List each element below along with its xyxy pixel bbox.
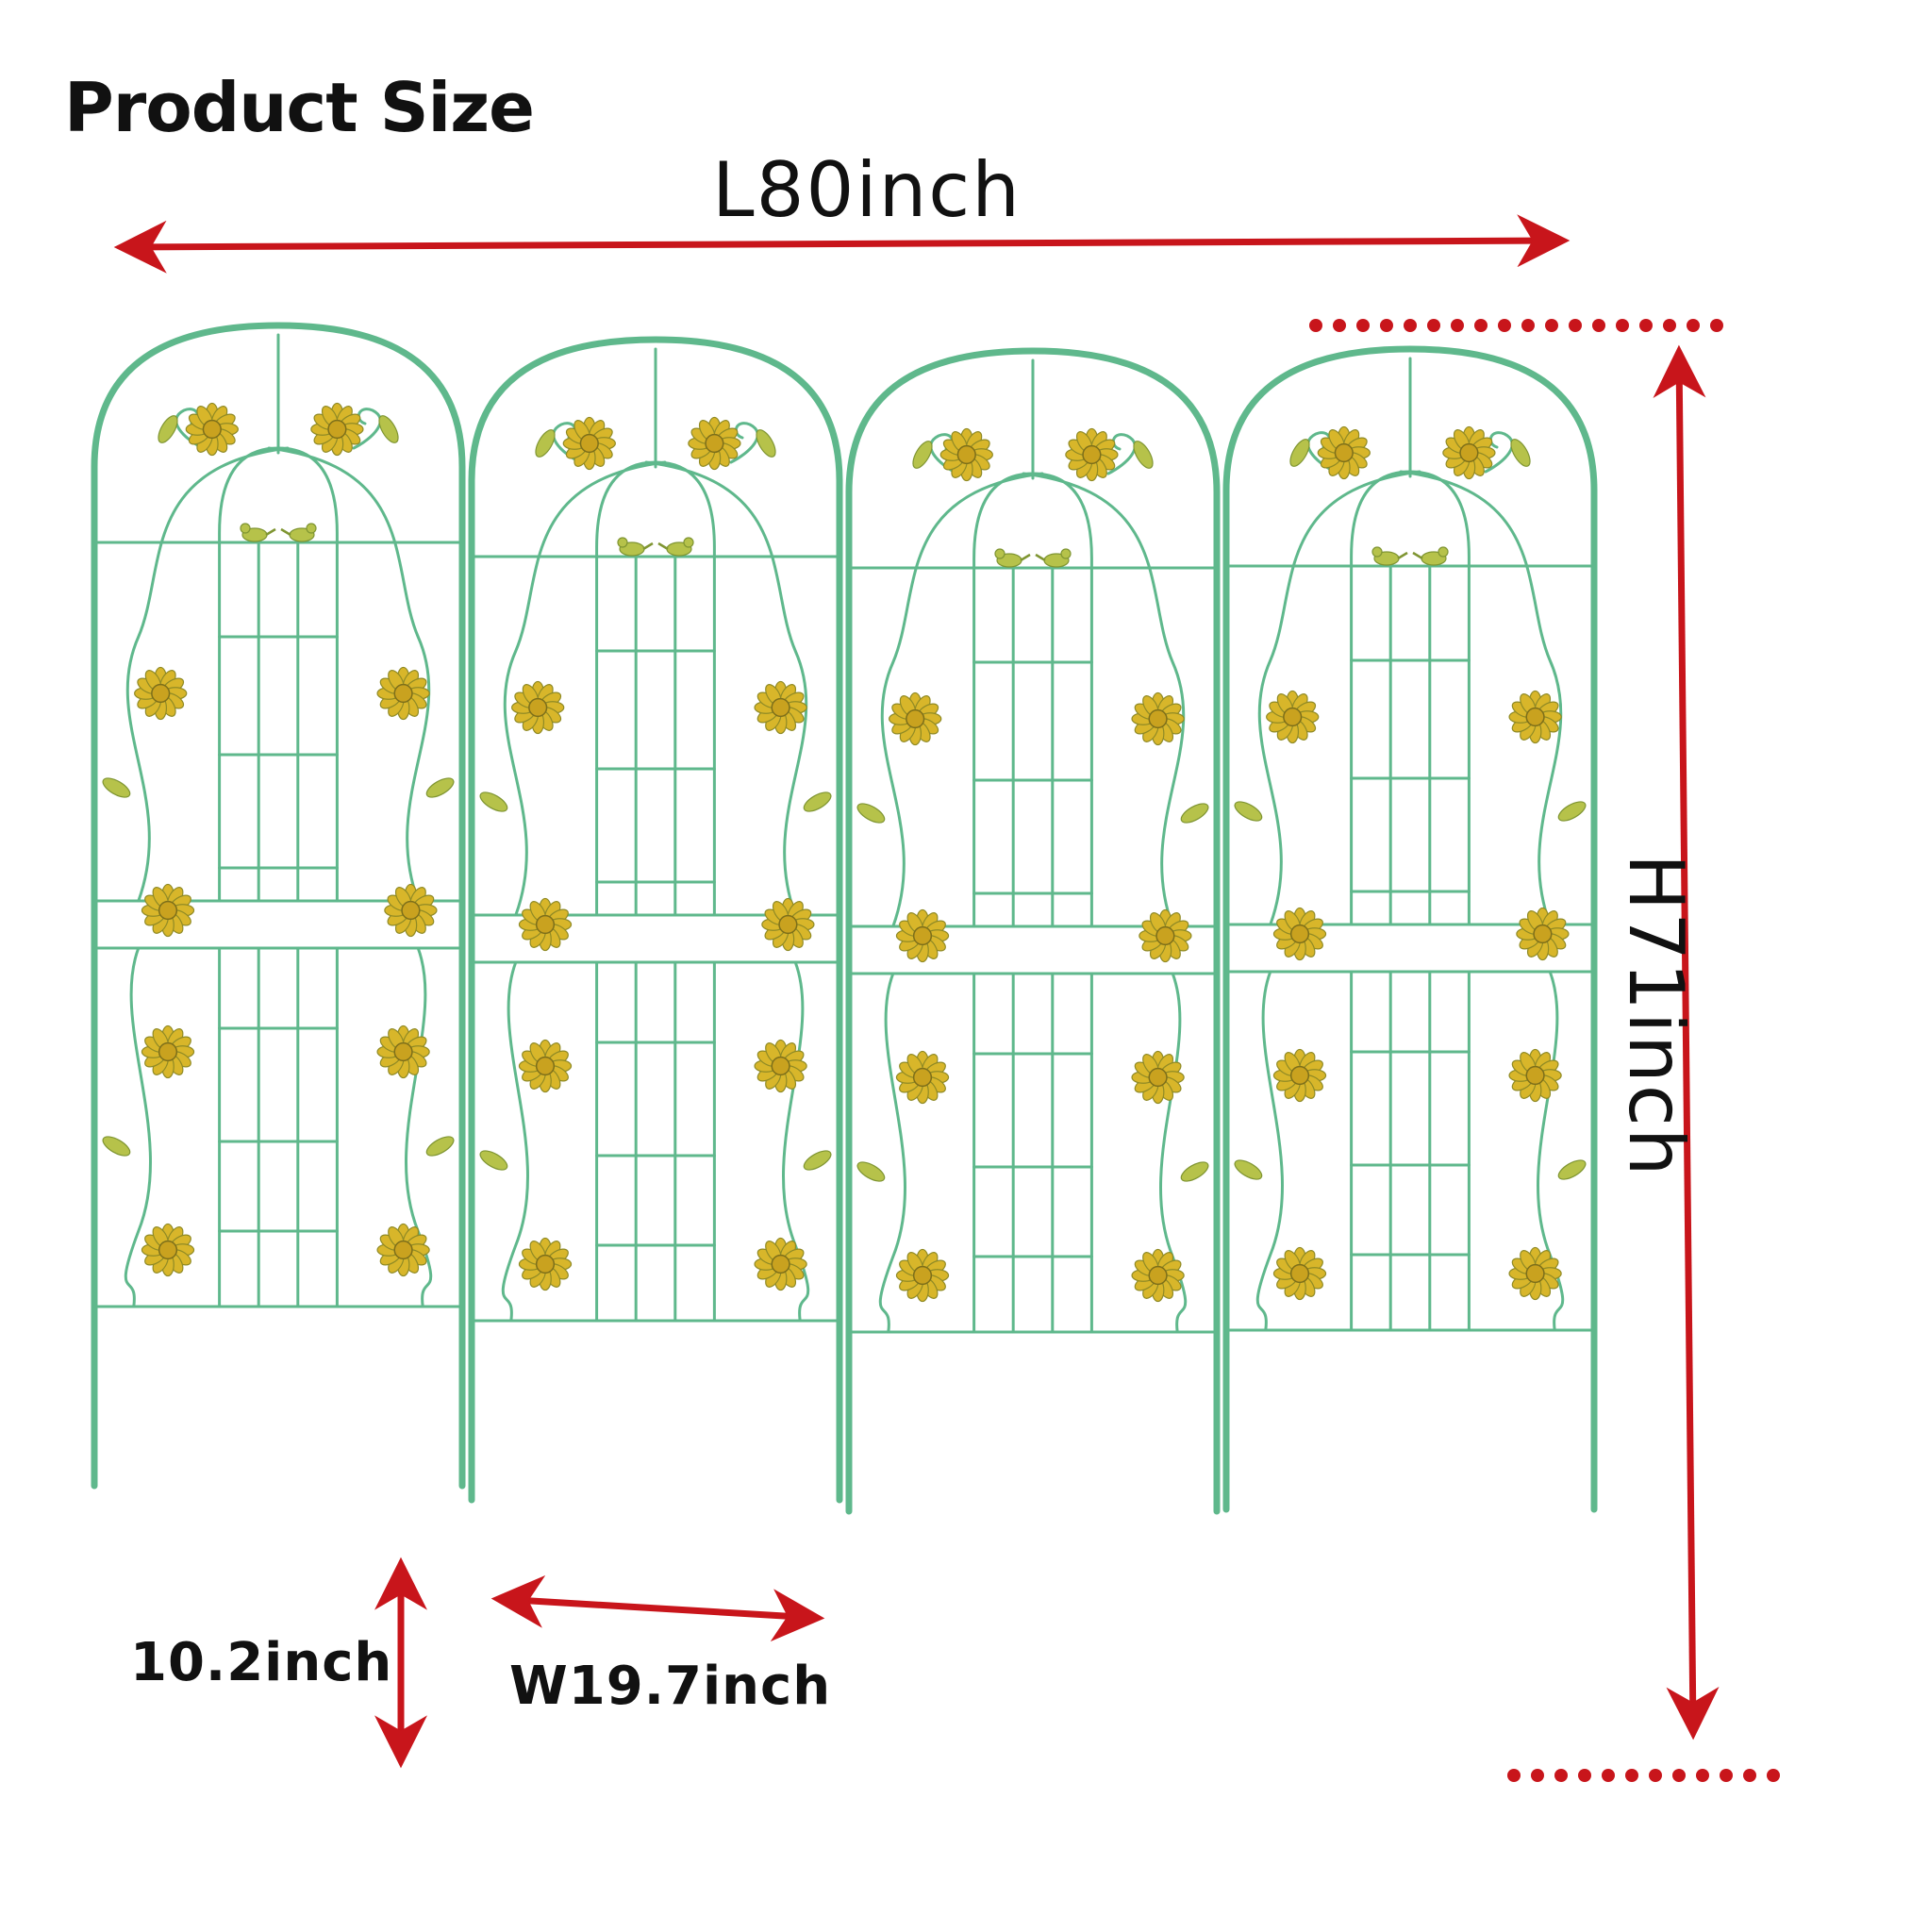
flower-ornament	[141, 1223, 195, 1277]
flower-ornament	[1131, 1050, 1185, 1105]
leaf-ornament	[1557, 801, 1587, 822]
flower-ornament	[310, 402, 364, 457]
flower-ornament	[141, 1024, 195, 1079]
leaf-ornament	[1234, 801, 1263, 822]
flower-ornament	[1508, 1048, 1562, 1103]
trellis-panels	[91, 322, 1598, 1515]
flower-ornament	[518, 1237, 573, 1291]
leaf-ornament	[1289, 439, 1310, 467]
bird-ornament	[240, 523, 276, 542]
flower-ornament	[376, 666, 430, 721]
flower-ornament	[754, 1237, 807, 1291]
leaf-ornament	[535, 429, 556, 458]
dimension-arrow	[1653, 344, 1720, 1740]
trellis-panel	[91, 322, 466, 1490]
trellis-panel	[845, 347, 1221, 1515]
flower-ornament	[1516, 907, 1570, 961]
bird-ornament	[1371, 546, 1408, 566]
dimension-arrow	[113, 214, 1571, 274]
dotted-guide-line	[1309, 319, 1723, 332]
flower-ornament	[1139, 908, 1192, 963]
flower-ornament	[1272, 1048, 1327, 1103]
flower-ornament	[134, 666, 188, 721]
leaf-ornament	[1510, 439, 1531, 467]
flower-ornament	[895, 1050, 950, 1105]
flower-ornament	[562, 416, 616, 471]
leaf-ornament	[1557, 1159, 1587, 1180]
leaf-ornament	[102, 1136, 131, 1157]
flower-ornament	[939, 427, 993, 482]
leaf-ornament	[378, 415, 399, 443]
leaf-ornament	[1180, 803, 1209, 824]
flower-ornament	[518, 897, 573, 952]
leaf-ornament	[1133, 441, 1154, 469]
leaf-ornament	[1180, 1161, 1209, 1182]
page-title: Product Size	[64, 68, 535, 147]
flower-ornament	[384, 883, 438, 938]
flower-ornament	[895, 1248, 950, 1303]
leaf-ornament	[425, 777, 455, 798]
bird-ornament	[1035, 548, 1072, 568]
leaf-ornament	[479, 791, 508, 812]
panel-width-label: W19.7inch	[509, 1656, 832, 1717]
flower-ornament	[754, 680, 807, 735]
leaf-ornament	[912, 441, 933, 469]
leaf-ornament	[856, 803, 886, 824]
flower-ornament	[511, 680, 565, 735]
flower-ornament	[895, 908, 950, 963]
bird-ornament	[994, 548, 1031, 568]
flower-ornament	[1317, 425, 1371, 480]
flower-ornament	[1442, 425, 1496, 480]
dimension-annotations	[113, 214, 1780, 1782]
flower-ornament	[518, 1039, 573, 1093]
leaf-ornament	[425, 1136, 455, 1157]
height-label: H71inch	[1612, 854, 1700, 1178]
trellis-panel	[1222, 345, 1598, 1513]
flower-ornament	[889, 691, 942, 746]
leaf-ornament	[856, 1161, 886, 1182]
flower-ornament	[376, 1223, 430, 1277]
bird-ornament	[657, 537, 694, 557]
flower-ornament	[1508, 1246, 1562, 1301]
flower-ornament	[376, 1024, 430, 1079]
leg-length-label: 10.2inch	[130, 1632, 393, 1693]
trellis-panel	[468, 336, 843, 1504]
length-label: L80inch	[712, 146, 1022, 234]
bird-ornament	[617, 537, 654, 557]
flower-ornament	[1266, 690, 1320, 744]
leaf-ornament	[803, 791, 832, 812]
leaf-ornament	[479, 1150, 508, 1171]
flower-ornament	[1272, 907, 1327, 961]
flower-ornament	[754, 1039, 807, 1093]
leaf-ornament	[1234, 1159, 1263, 1180]
leaf-ornament	[803, 1150, 832, 1171]
flower-ornament	[141, 883, 195, 938]
flower-ornament	[1131, 691, 1185, 746]
flower-ornament	[1508, 690, 1562, 744]
flower-ornament	[761, 897, 815, 952]
bird-ornament	[280, 523, 317, 542]
flower-ornament	[1065, 427, 1119, 482]
flower-ornament	[688, 416, 741, 471]
leaf-ornament	[756, 429, 776, 458]
flower-ornament	[1272, 1246, 1327, 1301]
leaf-ornament	[158, 415, 178, 443]
dotted-guide-line	[1507, 1769, 1780, 1782]
flower-ornament	[1131, 1248, 1185, 1303]
flower-ornament	[185, 402, 239, 457]
dimension-arrow	[490, 1574, 825, 1642]
leaf-ornament	[102, 777, 131, 798]
bird-ornament	[1412, 546, 1449, 566]
